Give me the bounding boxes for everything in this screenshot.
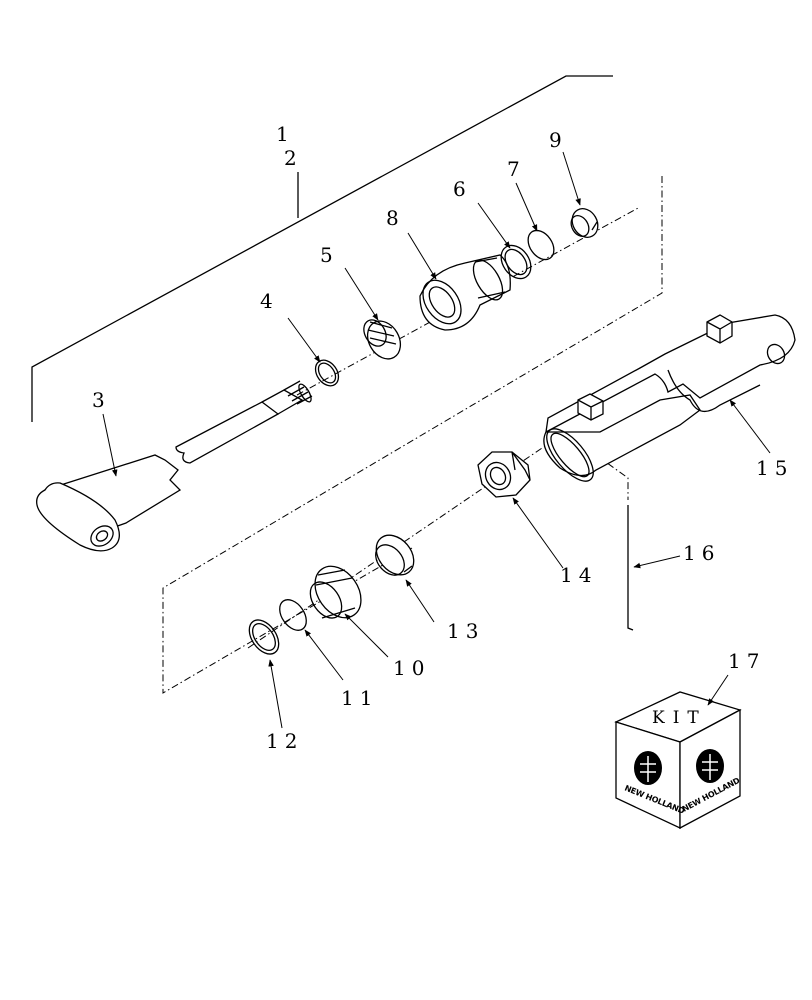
callout-14: 14	[560, 563, 597, 587]
callout-7: 7	[507, 157, 526, 181]
washer-part-11	[279, 599, 307, 631]
callout-10: 10	[393, 656, 430, 680]
clip-connector-line	[595, 454, 629, 500]
callout-5: 5	[320, 243, 339, 267]
nut-part-14	[477, 451, 531, 498]
callout-6: 6	[453, 177, 472, 201]
kit-box-part-17: NEW HOLLAND NEW HOLLAND KIT	[614, 691, 742, 830]
split-ring-part-9	[570, 208, 599, 238]
seal-kit-boundary	[162, 176, 663, 694]
split-ring-part-13	[375, 534, 415, 576]
callout-8: 8	[386, 206, 405, 230]
callout-4: 4	[260, 289, 279, 313]
gland-part-8	[419, 254, 511, 331]
seal-part-5	[363, 319, 402, 360]
callout-16: 16	[683, 541, 720, 565]
leader-lines	[102, 151, 771, 729]
assembly-bracket-line	[31, 75, 613, 422]
callout-3: 3	[92, 388, 111, 412]
callout-17: 17	[728, 649, 765, 673]
piston-rod-part	[36, 380, 313, 552]
callout-12: 12	[266, 729, 303, 753]
barrel-part-15	[543, 314, 796, 482]
callout-9: 9	[549, 128, 568, 152]
callout-1: 1	[276, 122, 295, 146]
clip-part-16	[627, 505, 634, 631]
callout-11: 11	[341, 686, 378, 710]
callout-13: 13	[447, 619, 484, 643]
callout-2: 2	[284, 146, 303, 170]
ring-part-12	[248, 619, 280, 655]
upper-axis-line	[296, 206, 641, 396]
kit-label: KIT	[652, 708, 707, 728]
callout-15: 15	[756, 456, 793, 480]
washer-part-7	[527, 229, 555, 261]
piston-part-10	[309, 565, 362, 619]
